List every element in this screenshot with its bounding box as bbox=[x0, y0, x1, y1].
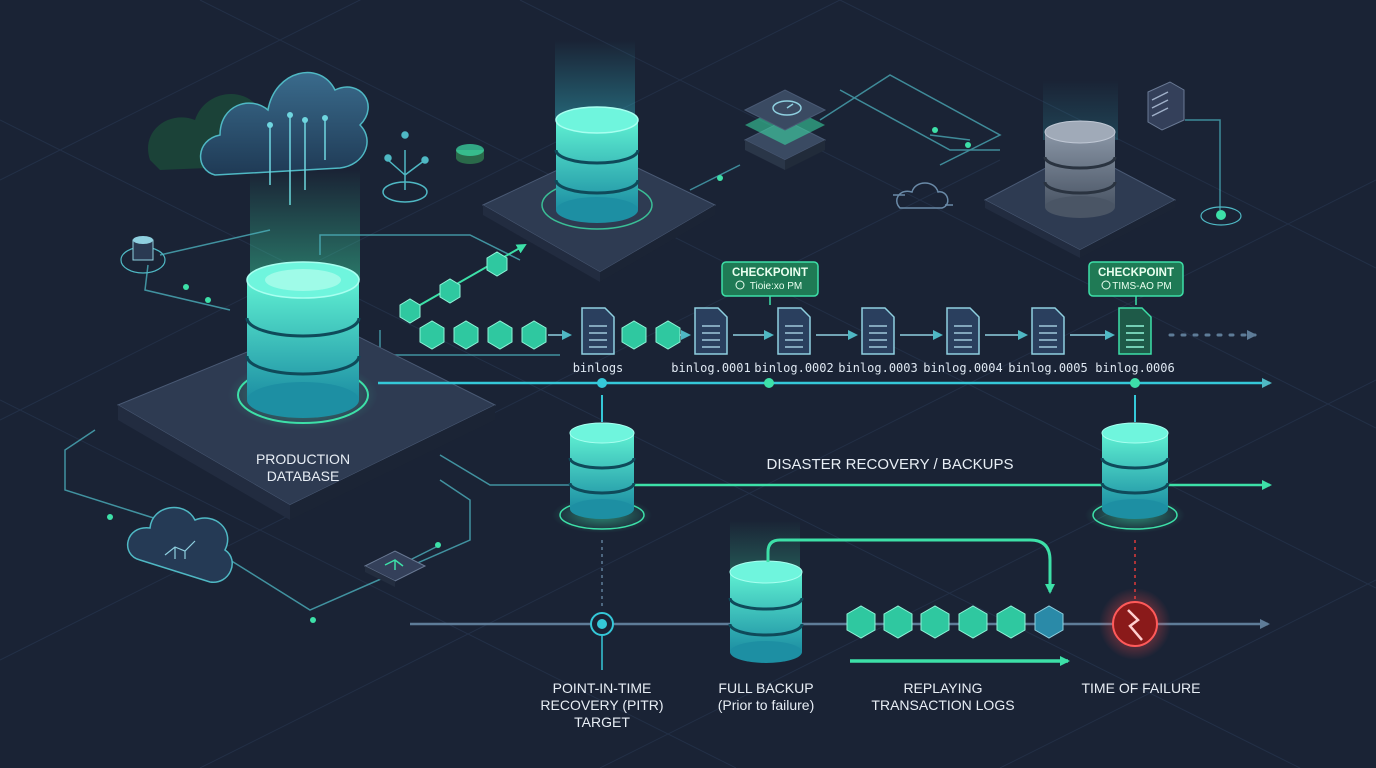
small-disk-icon bbox=[456, 144, 484, 164]
upper-network-links bbox=[689, 74, 1221, 210]
checkpoint-badge: CHECKPOINT TIMS-AO PM bbox=[1088, 261, 1184, 305]
pitr-label-line: TARGET bbox=[574, 714, 630, 730]
clock-icon bbox=[1101, 280, 1111, 290]
upper-network-nodes bbox=[717, 127, 971, 181]
failure-icon bbox=[1099, 588, 1171, 660]
full-backup-database-icon bbox=[728, 560, 804, 663]
binlog-label: binlog.0002 bbox=[754, 361, 833, 375]
full-backup-label-line: (Prior to failure) bbox=[718, 697, 814, 713]
dr-backup-database-icon bbox=[552, 422, 652, 533]
replay-log-cubes bbox=[846, 605, 1064, 639]
standby-platform bbox=[983, 149, 1177, 258]
checkpoint-time: TIMS-AO PM bbox=[1112, 281, 1171, 292]
binlog-file-icon bbox=[581, 307, 615, 355]
checkpoint-time: Tioie:xo PM bbox=[750, 281, 802, 292]
network-links bbox=[64, 229, 600, 611]
binlog-file-icon bbox=[1118, 307, 1152, 355]
cloud-sync-icon bbox=[893, 182, 953, 209]
target-node-icon bbox=[1200, 206, 1242, 226]
binlog-file-icon bbox=[777, 307, 811, 355]
restore-curve-arrow bbox=[766, 538, 1055, 594]
checkpoint-title: CHECKPOINT bbox=[732, 267, 808, 279]
replica-database-icon bbox=[554, 106, 640, 223]
standby-database-icon bbox=[1043, 120, 1117, 218]
network-nodes bbox=[107, 284, 441, 623]
cloud-icon bbox=[148, 71, 369, 205]
dr-label: DISASTER RECOVERY / BACKUPS bbox=[766, 456, 1013, 473]
production-label-line1: PRODUCTION bbox=[256, 451, 350, 467]
full-backup-label-line: FULL BACKUP bbox=[718, 680, 813, 696]
replay-label: REPLAYING TRANSACTION LOGS bbox=[871, 680, 1014, 713]
pitr-label: POINT-IN-TIME RECOVERY (PITR) TARGET bbox=[540, 680, 663, 730]
pitr-label-line: RECOVERY (PITR) bbox=[540, 697, 663, 713]
server-stack-icon bbox=[743, 89, 827, 170]
full-backup-label: FULL BACKUP (Prior to failure) bbox=[718, 680, 814, 713]
network-chip-icon bbox=[363, 550, 427, 587]
replay-label-line: TRANSACTION LOGS bbox=[871, 697, 1014, 713]
binlog-label: binlog.0005 bbox=[1008, 361, 1087, 375]
small-database-icon bbox=[120, 236, 166, 274]
dr-backup-database-icon bbox=[1085, 422, 1185, 533]
checkpoint-title: CHECKPOINT bbox=[1098, 267, 1174, 279]
clock-icon bbox=[735, 280, 745, 290]
binlog-label: binlog.0003 bbox=[838, 361, 917, 375]
pitr-target-marker bbox=[590, 612, 614, 670]
failure-label: TIME OF FAILURE bbox=[1081, 680, 1200, 696]
transaction-cubes-row bbox=[419, 320, 681, 350]
binlog-file-icon bbox=[946, 307, 980, 355]
replication-flow bbox=[399, 244, 527, 324]
replay-label-line: REPLAYING bbox=[903, 680, 982, 696]
rack-server-icon bbox=[1147, 81, 1185, 131]
binlog-label: binlog.0001 bbox=[671, 361, 750, 375]
cloud-storage-icon bbox=[126, 506, 233, 583]
checkpoint-badge: CHECKPOINT Tioie:xo PM bbox=[721, 261, 819, 305]
binlog-file-icon bbox=[861, 307, 895, 355]
network-branch-icon bbox=[382, 131, 429, 203]
binlog-label: binlog.0004 bbox=[923, 361, 1002, 375]
binlog-files: binlogs binlog.0001 binlog.0002 binlog.0003… bbox=[573, 307, 1175, 375]
production-database-icon bbox=[245, 261, 361, 418]
binlog-timeline-markers bbox=[597, 378, 1140, 388]
binlog-file-icon bbox=[694, 307, 728, 355]
binlog-label: binlog.0006 bbox=[1095, 361, 1174, 375]
production-label-line2: DATABASE bbox=[267, 468, 340, 484]
binlog-label: binlogs bbox=[573, 361, 624, 375]
binlog-file-icon bbox=[1031, 307, 1065, 355]
pitr-label-line: POINT-IN-TIME bbox=[553, 680, 652, 696]
